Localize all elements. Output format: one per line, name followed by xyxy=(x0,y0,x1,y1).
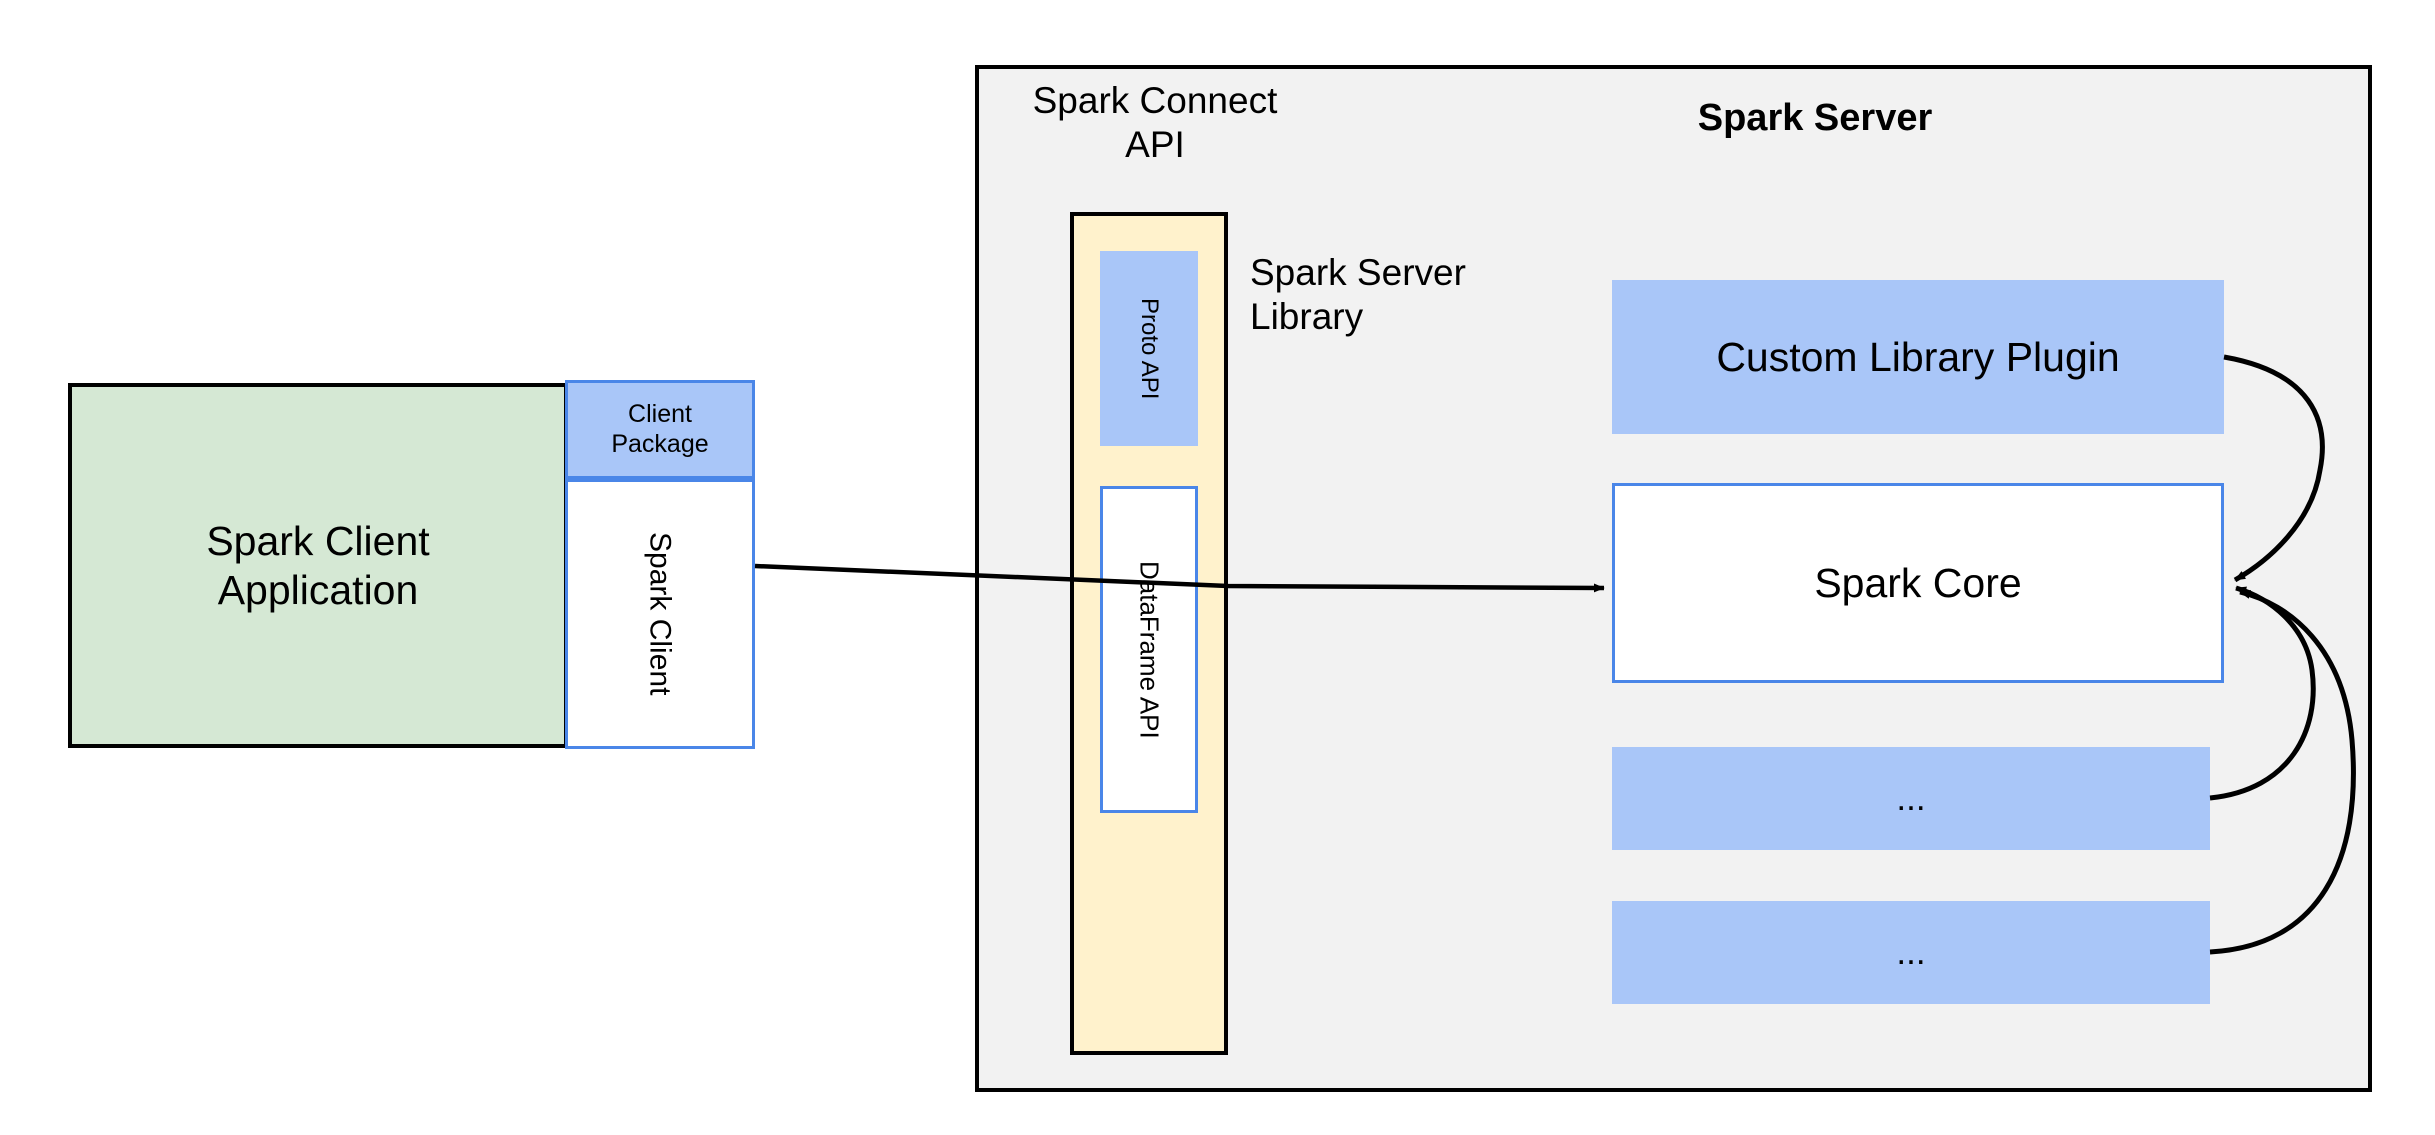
ellipsis-box-2[interactable]: ... xyxy=(1612,901,2210,1004)
custom-library-plugin-label: Custom Library Plugin xyxy=(1716,333,2120,380)
spark-client-box[interactable]: Spark Client xyxy=(565,479,755,749)
dataframe-api-box[interactable]: DataFrame API xyxy=(1100,486,1198,813)
spark-core-box[interactable]: Spark Core xyxy=(1612,483,2224,683)
spark-client-application-label-line1: Spark Client xyxy=(206,518,430,565)
spark-connect-api-label-line1: Spark Connect xyxy=(1032,80,1278,122)
ellipsis-label-2: ... xyxy=(1896,932,1926,972)
proto-api-label: Proto API xyxy=(1136,297,1164,400)
client-package-label-line2: Package xyxy=(611,429,709,458)
custom-library-plugin-box[interactable]: Custom Library Plugin xyxy=(1612,280,2224,434)
dataframe-api-label: DataFrame API xyxy=(1134,560,1165,739)
spark-client-application-label: Spark Client Application xyxy=(206,517,429,614)
spark-server-library-label-line2: Library xyxy=(1250,296,1364,337)
spark-server-library-label: Spark Server Library xyxy=(1250,240,1540,350)
ellipsis-label-1: ... xyxy=(1896,778,1926,818)
spark-server-library-label-lines: Spark Server Library xyxy=(1250,251,1466,338)
client-package-label: Client Package xyxy=(611,400,708,459)
ellipsis-box-1[interactable]: ... xyxy=(1612,747,2210,850)
client-package-label-line1: Client xyxy=(628,400,692,428)
spark-connect-api-label: Spark Connect API xyxy=(1010,68,1300,178)
spark-connect-api-label-line2: API xyxy=(1125,124,1185,165)
spark-core-label: Spark Core xyxy=(1814,559,2022,606)
spark-client-application-label-line2: Application xyxy=(217,566,419,613)
spark-connect-api-label-lines: Spark Connect API xyxy=(1033,79,1278,166)
spark-server-title: Spark Server xyxy=(1697,96,1933,139)
spark-server-library-label-line1: Spark Server xyxy=(1250,252,1466,294)
spark-client-application-box[interactable]: Spark Client Application xyxy=(68,383,568,748)
client-package-box[interactable]: Client Package xyxy=(565,380,755,479)
spark-client-label: Spark Client xyxy=(643,532,677,696)
proto-api-box[interactable]: Proto API xyxy=(1100,251,1198,446)
